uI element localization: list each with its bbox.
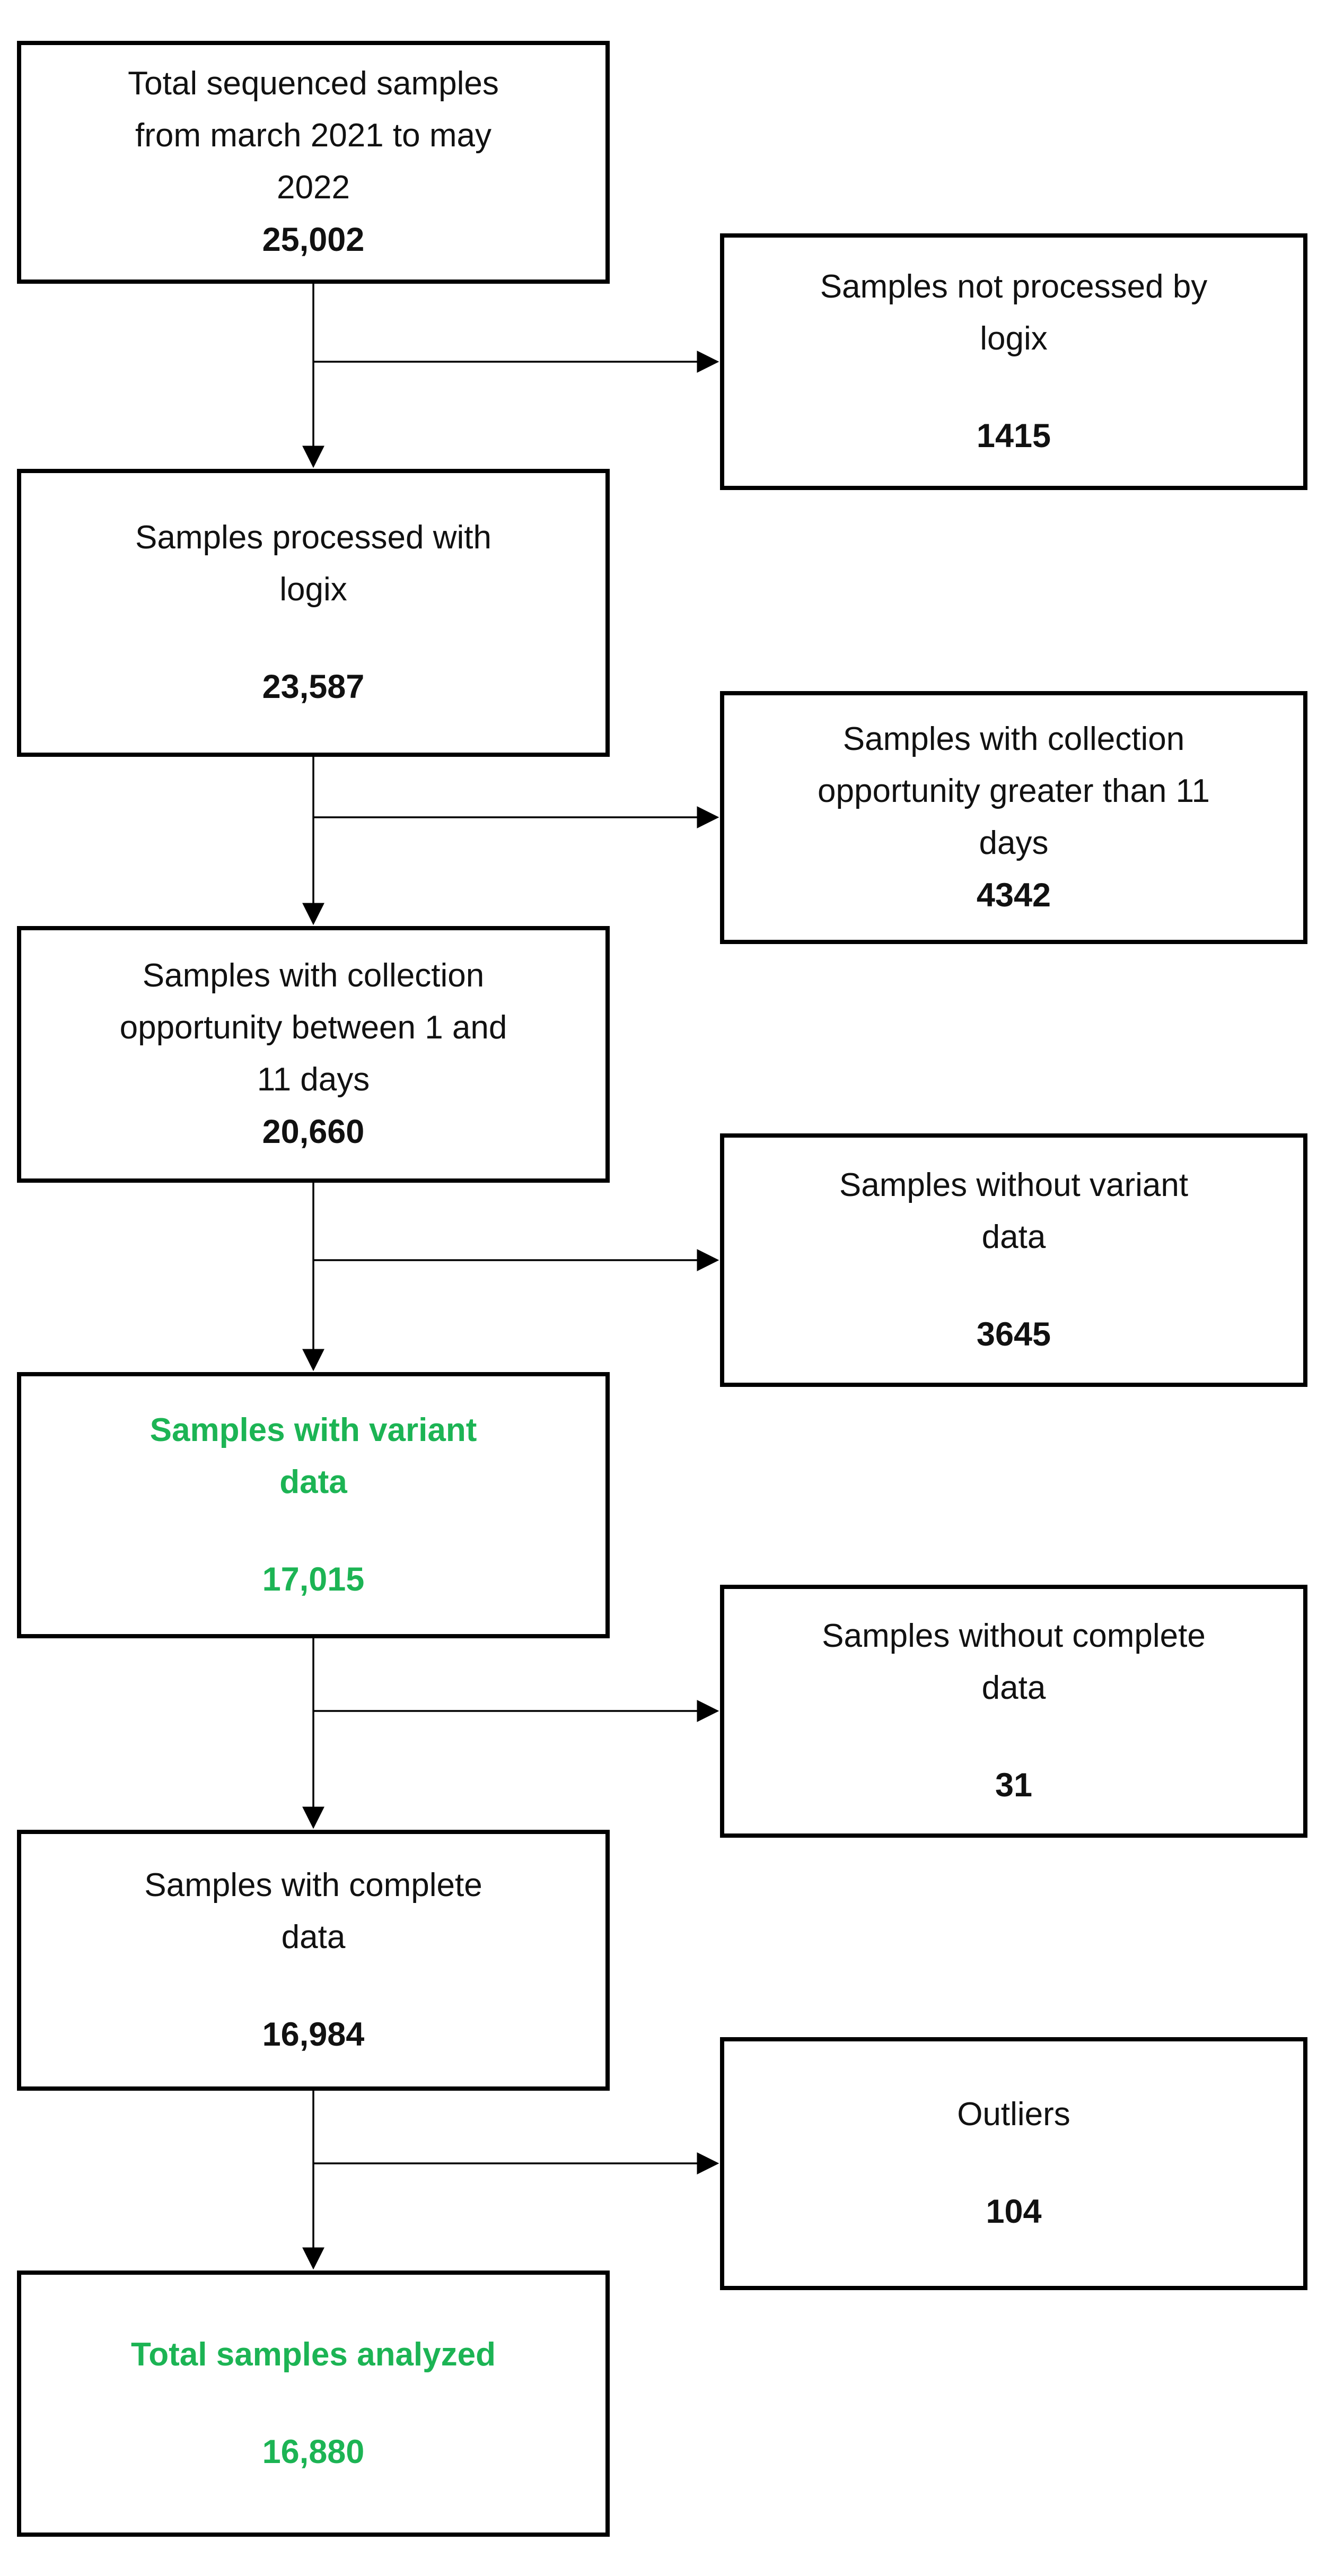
node-label: Samples with collection opportunity grea… xyxy=(818,720,1210,861)
node-value: 17,015 xyxy=(262,1560,365,1598)
node-label: Samples with variant data xyxy=(150,1411,477,1500)
node-value: 20,660 xyxy=(262,1113,365,1151)
node-value: 23,587 xyxy=(262,668,365,706)
node-total-sequenced: Total sequenced samples from march 2021 … xyxy=(17,41,610,284)
node-value: 4342 xyxy=(976,876,1051,914)
node-without-complete-data: Samples without complete data 31 xyxy=(720,1585,1307,1838)
node-label: Samples not processed by logix xyxy=(820,268,1208,357)
node-label: Samples without complete data xyxy=(822,1618,1206,1707)
node-label: Outliers xyxy=(957,2096,1070,2133)
node-label: Samples with collection opportunity betw… xyxy=(119,957,507,1098)
node-not-processed-logix: Samples not processed by logix 1415 xyxy=(720,233,1307,490)
node-value: 16,880 xyxy=(262,2433,365,2470)
node-without-variant-data: Samples without variant data 3645 xyxy=(720,1133,1307,1387)
node-with-variant-data: Samples with variant data 17,015 xyxy=(17,1372,610,1638)
node-value: 25,002 xyxy=(262,221,365,259)
node-collection-1-to-11-days: Samples with collection opportunity betw… xyxy=(17,926,610,1183)
node-label: Total sequenced samples from march 2021 … xyxy=(128,65,499,206)
node-collection-gt-11-days: Samples with collection opportunity grea… xyxy=(720,691,1307,944)
node-label: Total samples analyzed xyxy=(131,2336,496,2373)
node-total-analyzed: Total samples analyzed 16,880 xyxy=(17,2271,610,2537)
node-value: 1415 xyxy=(976,417,1051,455)
node-with-complete-data: Samples with complete data 16,984 xyxy=(17,1830,610,2091)
node-label: Samples with complete data xyxy=(144,1866,482,1955)
node-value: 31 xyxy=(995,1767,1033,1804)
node-value: 3645 xyxy=(976,1315,1051,1353)
node-value: 16,984 xyxy=(262,2015,365,2053)
node-label: Samples without variant data xyxy=(839,1166,1189,1255)
node-outliers: Outliers 104 xyxy=(720,2037,1307,2290)
node-value: 104 xyxy=(986,2193,1042,2231)
node-processed-logix: Samples processed with logix 23,587 xyxy=(17,469,610,757)
node-label: Samples processed with logix xyxy=(135,519,491,608)
